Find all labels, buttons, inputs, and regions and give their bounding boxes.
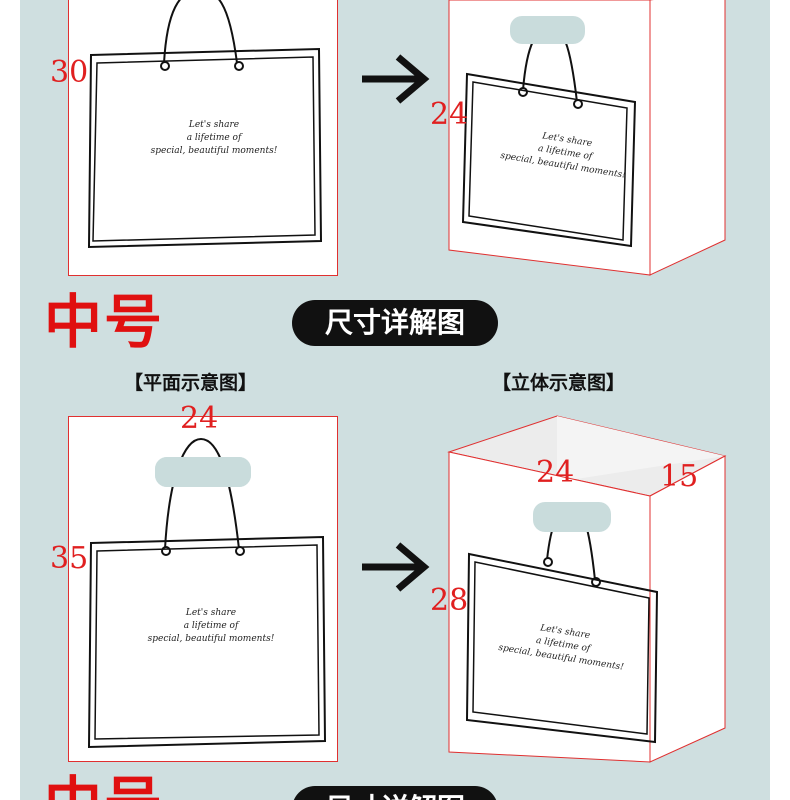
arrow-right-icon <box>362 54 430 104</box>
stereo-height-label: 28 <box>430 583 469 618</box>
stereo-bag-drawing <box>447 415 727 763</box>
flat-height-label: 35 <box>50 541 89 576</box>
product-detail-panel: Let's share a lifetime of special, beaut… <box>20 0 770 800</box>
stereo-width-label: 24 <box>536 455 575 490</box>
section-heading-pill: 尺寸详解图 <box>292 300 498 346</box>
stereo-caption: 【立体示意图】 <box>492 372 626 394</box>
top-flat-height-label: 30 <box>50 55 89 90</box>
stereo-depth-label: 15 <box>660 459 699 494</box>
flat-slogan: Let's share a lifetime of special, beaut… <box>147 608 275 644</box>
top-stereo-bag-drawing <box>448 0 726 276</box>
top-flat-slogan: Let's share a lifetime of special, beaut… <box>150 120 278 156</box>
top-flat-bag-drawing <box>87 0 323 249</box>
next-section-heading-pill: 尺寸详解图 <box>292 786 498 800</box>
flat-caption: 【平面示意图】 <box>124 372 258 394</box>
next-size-label: 中号 <box>44 774 164 800</box>
top-flat-bag-outline: Let's share a lifetime of special, beaut… <box>68 0 338 276</box>
size-label: 中号 <box>44 288 165 356</box>
flat-bag-outline: Let's share a lifetime of special, beaut… <box>68 416 338 762</box>
flat-width-label: 24 <box>180 401 219 436</box>
arrow-right-icon <box>362 542 430 592</box>
flat-bag-drawing <box>87 437 327 749</box>
top-stereo-height-label: 24 <box>430 97 469 132</box>
